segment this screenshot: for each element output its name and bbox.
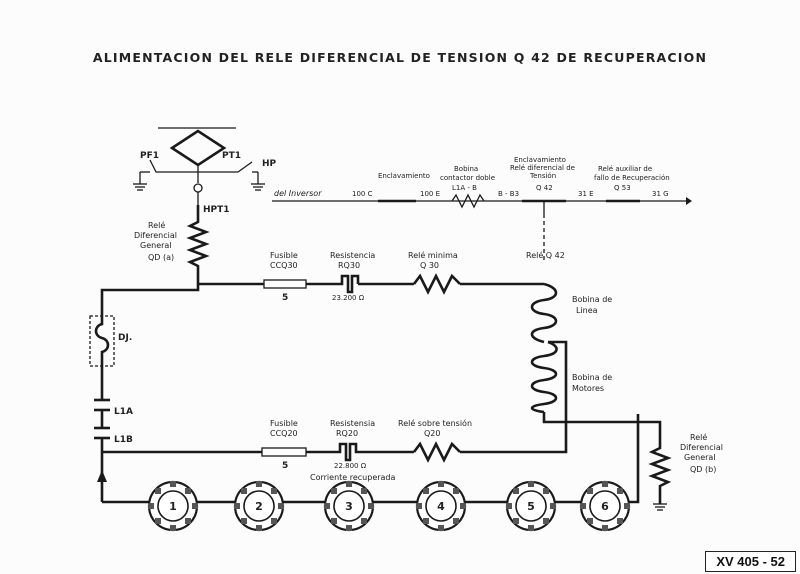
motor-label-4: 4 [437, 500, 445, 513]
motor-6: 6 [579, 480, 631, 532]
relay-qd-b-code: QD (b) [690, 465, 716, 474]
relay-q30 [412, 273, 461, 295]
device-bobina-2: contactor doble [440, 174, 495, 182]
coil-line-1: Bobina de [572, 295, 612, 304]
fuse-ccq20-value: 5 [282, 461, 288, 471]
hpt1-label: HPT1 [203, 205, 230, 215]
wire-31e: 31 E [578, 190, 594, 198]
motor-label-1: 1 [169, 500, 177, 513]
device-q42-enc-3: Tensión [529, 172, 556, 180]
main-wiring [97, 282, 662, 504]
resistor-rq20-name: Resistensia [330, 419, 375, 428]
lower-branch-note: Corriente recuperada [310, 473, 396, 482]
device-bobina-code: L1A - B [452, 184, 477, 192]
footer-code: XV 405 - 52 [705, 551, 796, 572]
contact-l1a-label: L1A [114, 407, 133, 417]
top-control-line [272, 193, 692, 214]
device-q42-enc-code: Q 42 [536, 184, 553, 192]
dj-breaker [94, 316, 110, 366]
motor-5: 5 [505, 480, 557, 532]
resistor-rq30-name: Resistencia [330, 251, 375, 260]
fuse-ccq30 [263, 279, 307, 289]
relay-q30-code: Q 30 [420, 261, 439, 270]
device-q53-2: fallo de Recuperación [594, 174, 670, 182]
device-q42-enc-2: Relé diferencial de [510, 164, 575, 172]
relay-qd-a-name-1: Relé [148, 220, 165, 230]
relay-q42-label: Relé Q 42 [526, 250, 565, 260]
relay-qd-a-resistor [186, 205, 210, 284]
relay-q20 [412, 441, 461, 463]
relay-qd-b-name-2: Diferencial [680, 443, 723, 452]
device-q53-code: Q 53 [614, 184, 631, 192]
pt1-label: PT1 [222, 151, 241, 161]
wire-100c: 100 C [352, 190, 373, 198]
resistor-rq20-code: RQ20 [336, 429, 358, 438]
contact-l1b [94, 426, 110, 440]
device-q42-enc-1: Enclavamiento [514, 156, 566, 164]
relay-qd-a-name-2: Diferencial [134, 231, 177, 240]
resistor-rq30 [338, 274, 360, 294]
relay-qd-b-resistor [648, 440, 672, 504]
motor-label-6: 6 [601, 500, 609, 513]
coil-line [530, 282, 558, 344]
relay-qd-b-name-1: Relé [690, 432, 707, 442]
dj-label: DJ. [118, 333, 132, 343]
top-line-source: del Inversor [274, 189, 322, 198]
motor-1: 1 [147, 480, 199, 532]
fuse-ccq20 [261, 447, 307, 457]
relay-qd-a-name-3: General [140, 241, 172, 250]
wire-b-b3: B - B3 [498, 190, 519, 198]
fuse-ccq30-value: 5 [282, 293, 288, 303]
wire-31g: 31 G [652, 190, 669, 198]
hp-label: HP [262, 159, 277, 169]
coil-motors-2: Motores [572, 384, 604, 393]
fuse-ccq30-code: CCQ30 [270, 261, 298, 270]
relay-q30-name: Relé minima [408, 250, 458, 260]
device-q53-1: Relé auxiliar de [598, 165, 652, 173]
motor-3: 3 [323, 480, 375, 532]
coil-motors [530, 340, 558, 414]
motor-label-2: 2 [255, 500, 263, 513]
resistor-rq20-value: 22.800 Ω [334, 462, 367, 470]
motor-4: 4 [415, 480, 467, 532]
pf1-label: PF1 [140, 151, 159, 161]
device-enclavamiento: Enclavamiento [378, 172, 430, 180]
resistor-rq30-value: 23.200 Ω [332, 294, 365, 302]
diagram-title: ALIMENTACION DEL RELE DIFERENCIAL DE TEN… [92, 50, 708, 65]
motor-label-5: 5 [527, 500, 535, 513]
resistor-rq30-code: RQ30 [338, 261, 360, 270]
wire-100e: 100 E [420, 190, 440, 198]
relay-qd-b-name-3: General [684, 453, 716, 462]
fuse-ccq20-name: Fusible [270, 419, 298, 428]
resistor-rq20 [336, 442, 358, 462]
relay-qd-a-code: QD (a) [148, 253, 174, 262]
relay-q20-name: Relé sobre tensión [398, 418, 472, 428]
coil-line-2: Linea [576, 306, 598, 315]
device-bobina-1: Bobina [454, 165, 478, 173]
contact-l1a [94, 398, 110, 412]
motor-label-3: 3 [345, 500, 353, 513]
relay-q20-code: Q20 [424, 429, 440, 438]
motors: 1 2 3 4 5 6 [147, 480, 631, 532]
pantograph [133, 127, 265, 205]
coil-motors-1: Bobina de [572, 373, 612, 382]
contact-l1b-label: L1B [114, 435, 133, 445]
motor-2: 2 [233, 480, 285, 532]
fuse-ccq20-code: CCQ20 [270, 429, 298, 438]
fuse-ccq30-name: Fusible [270, 251, 298, 260]
